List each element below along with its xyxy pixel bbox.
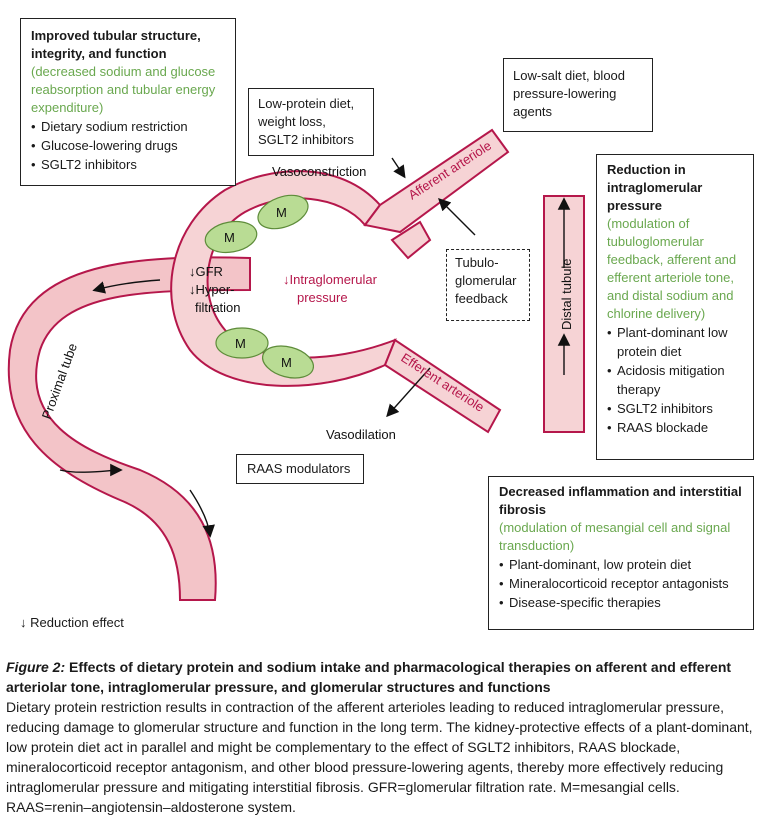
caption-title-text: Effects of dietary protein and sodium in… [6, 659, 732, 695]
mesangial-cell [204, 220, 258, 254]
mesangial-label: M [224, 230, 235, 245]
box-reduction-title: Reduction in intraglomerular pressure [607, 162, 703, 213]
list-item: RAAS blockade [607, 418, 743, 437]
list-item: Mineralocorticoid receptor antagonists [499, 574, 743, 593]
flow-arrows [59, 157, 571, 538]
vasodilation-label: Vasodilation [326, 427, 396, 442]
box-tubular-title: Improved tubular structure, integrity, a… [31, 28, 201, 61]
box-raas-text: RAAS modulators [247, 461, 351, 476]
caption-figure-label: Figure 2: [6, 659, 66, 675]
arrow-proximal-exit [189, 489, 215, 538]
vasoconstriction-label: Vasoconstriction [272, 164, 366, 179]
list-item: SGLT2 inhibitors [31, 155, 225, 174]
intraglomerular-label-1: ↓Intraglomerular [283, 272, 378, 287]
caption-body: Dietary protein restriction results in c… [6, 699, 753, 815]
proximal-tube [7, 256, 251, 601]
arrow-tgf-up [438, 198, 476, 236]
box-inflammation-title: Decreased inflammation and interstitial … [499, 484, 742, 517]
distal-tubule-label: Distal tubule [559, 258, 574, 330]
box-tubular-structure: Improved tubular structure, integrity, a… [20, 18, 236, 186]
arrow-proximal-down [59, 463, 123, 477]
box-intraglomerular-reduction: Reduction in intraglomerular pressure (m… [596, 154, 754, 460]
box-inflammation-fibrosis: Decreased inflammation and interstitial … [488, 476, 754, 630]
figure-caption: Figure 2: Effects of dietary protein and… [6, 657, 766, 817]
arrow-vasodilation [386, 367, 431, 418]
box-tubular-list: Dietary sodium restriction Glucose-lower… [31, 117, 225, 174]
mesangial-label: M [276, 205, 287, 220]
box-reduction-list: Plant-dominant low protein diet Acidosis… [607, 323, 743, 437]
box-inflammation-note: (modulation of mesangial cell and signal… [499, 520, 731, 553]
efferent-arteriole [383, 220, 502, 434]
intraglomerular-label-2: pressure [297, 290, 348, 305]
hyperfiltration-label-1: ↓Hyper- [189, 282, 235, 297]
mesangial-cell [261, 345, 315, 379]
box-low-salt: Low-salt diet, blood pressure-lowering a… [503, 58, 653, 132]
list-item: Disease-specific therapies [499, 593, 743, 612]
mesangial-cell [215, 327, 269, 359]
box-low-protein-text: Low-protein diet, weight loss, SGLT2 inh… [258, 96, 355, 147]
box-tgf-text: Tubulo-glomerular feedback [455, 255, 517, 306]
list-item: Acidosis mitigation therapy [607, 361, 743, 399]
mesangial-cell [257, 194, 309, 230]
arrow-proximal-left [92, 279, 161, 294]
box-low-protein: Low-protein diet, weight loss, SGLT2 inh… [248, 88, 374, 156]
mesangial-label: M [235, 336, 246, 351]
mesangial-label: M [281, 355, 292, 370]
list-item: SGLT2 inhibitors [607, 399, 743, 418]
caption-title: Figure 2: Effects of dietary protein and… [6, 657, 766, 697]
nephron-diagram: Afferent arteriole Efferent arteriole Di… [7, 128, 585, 601]
list-item: Plant-dominant, low protein diet [499, 555, 743, 574]
list-item: Plant-dominant low protein diet [607, 323, 743, 361]
gfr-label: ↓GFR [189, 264, 223, 279]
box-reduction-note: (modulation of tubuloglomerular feedback… [607, 216, 737, 321]
box-tubuloglomerular-feedback: Tubulo-glomerular feedback [446, 249, 530, 321]
box-low-salt-text: Low-salt diet, blood pressure-lowering a… [513, 68, 626, 119]
box-inflammation-list: Plant-dominant, low protein diet Mineral… [499, 555, 743, 612]
box-tubular-note: (decreased sodium and glucose reabsorpti… [31, 64, 216, 115]
hyperfiltration-label-2: filtration [195, 300, 241, 315]
list-item: Dietary sodium restriction [31, 117, 225, 136]
list-item: Glucose-lowering drugs [31, 136, 225, 155]
mesangial-cells [204, 194, 315, 379]
afferent-arteriole [363, 128, 510, 234]
box-raas-modulators: RAAS modulators [236, 454, 364, 484]
legend-reduction-effect: ↓ Reduction effect [20, 615, 124, 630]
arrow-vasoconstriction [391, 157, 406, 179]
proximal-tube-label: Proximal tube [39, 341, 80, 421]
